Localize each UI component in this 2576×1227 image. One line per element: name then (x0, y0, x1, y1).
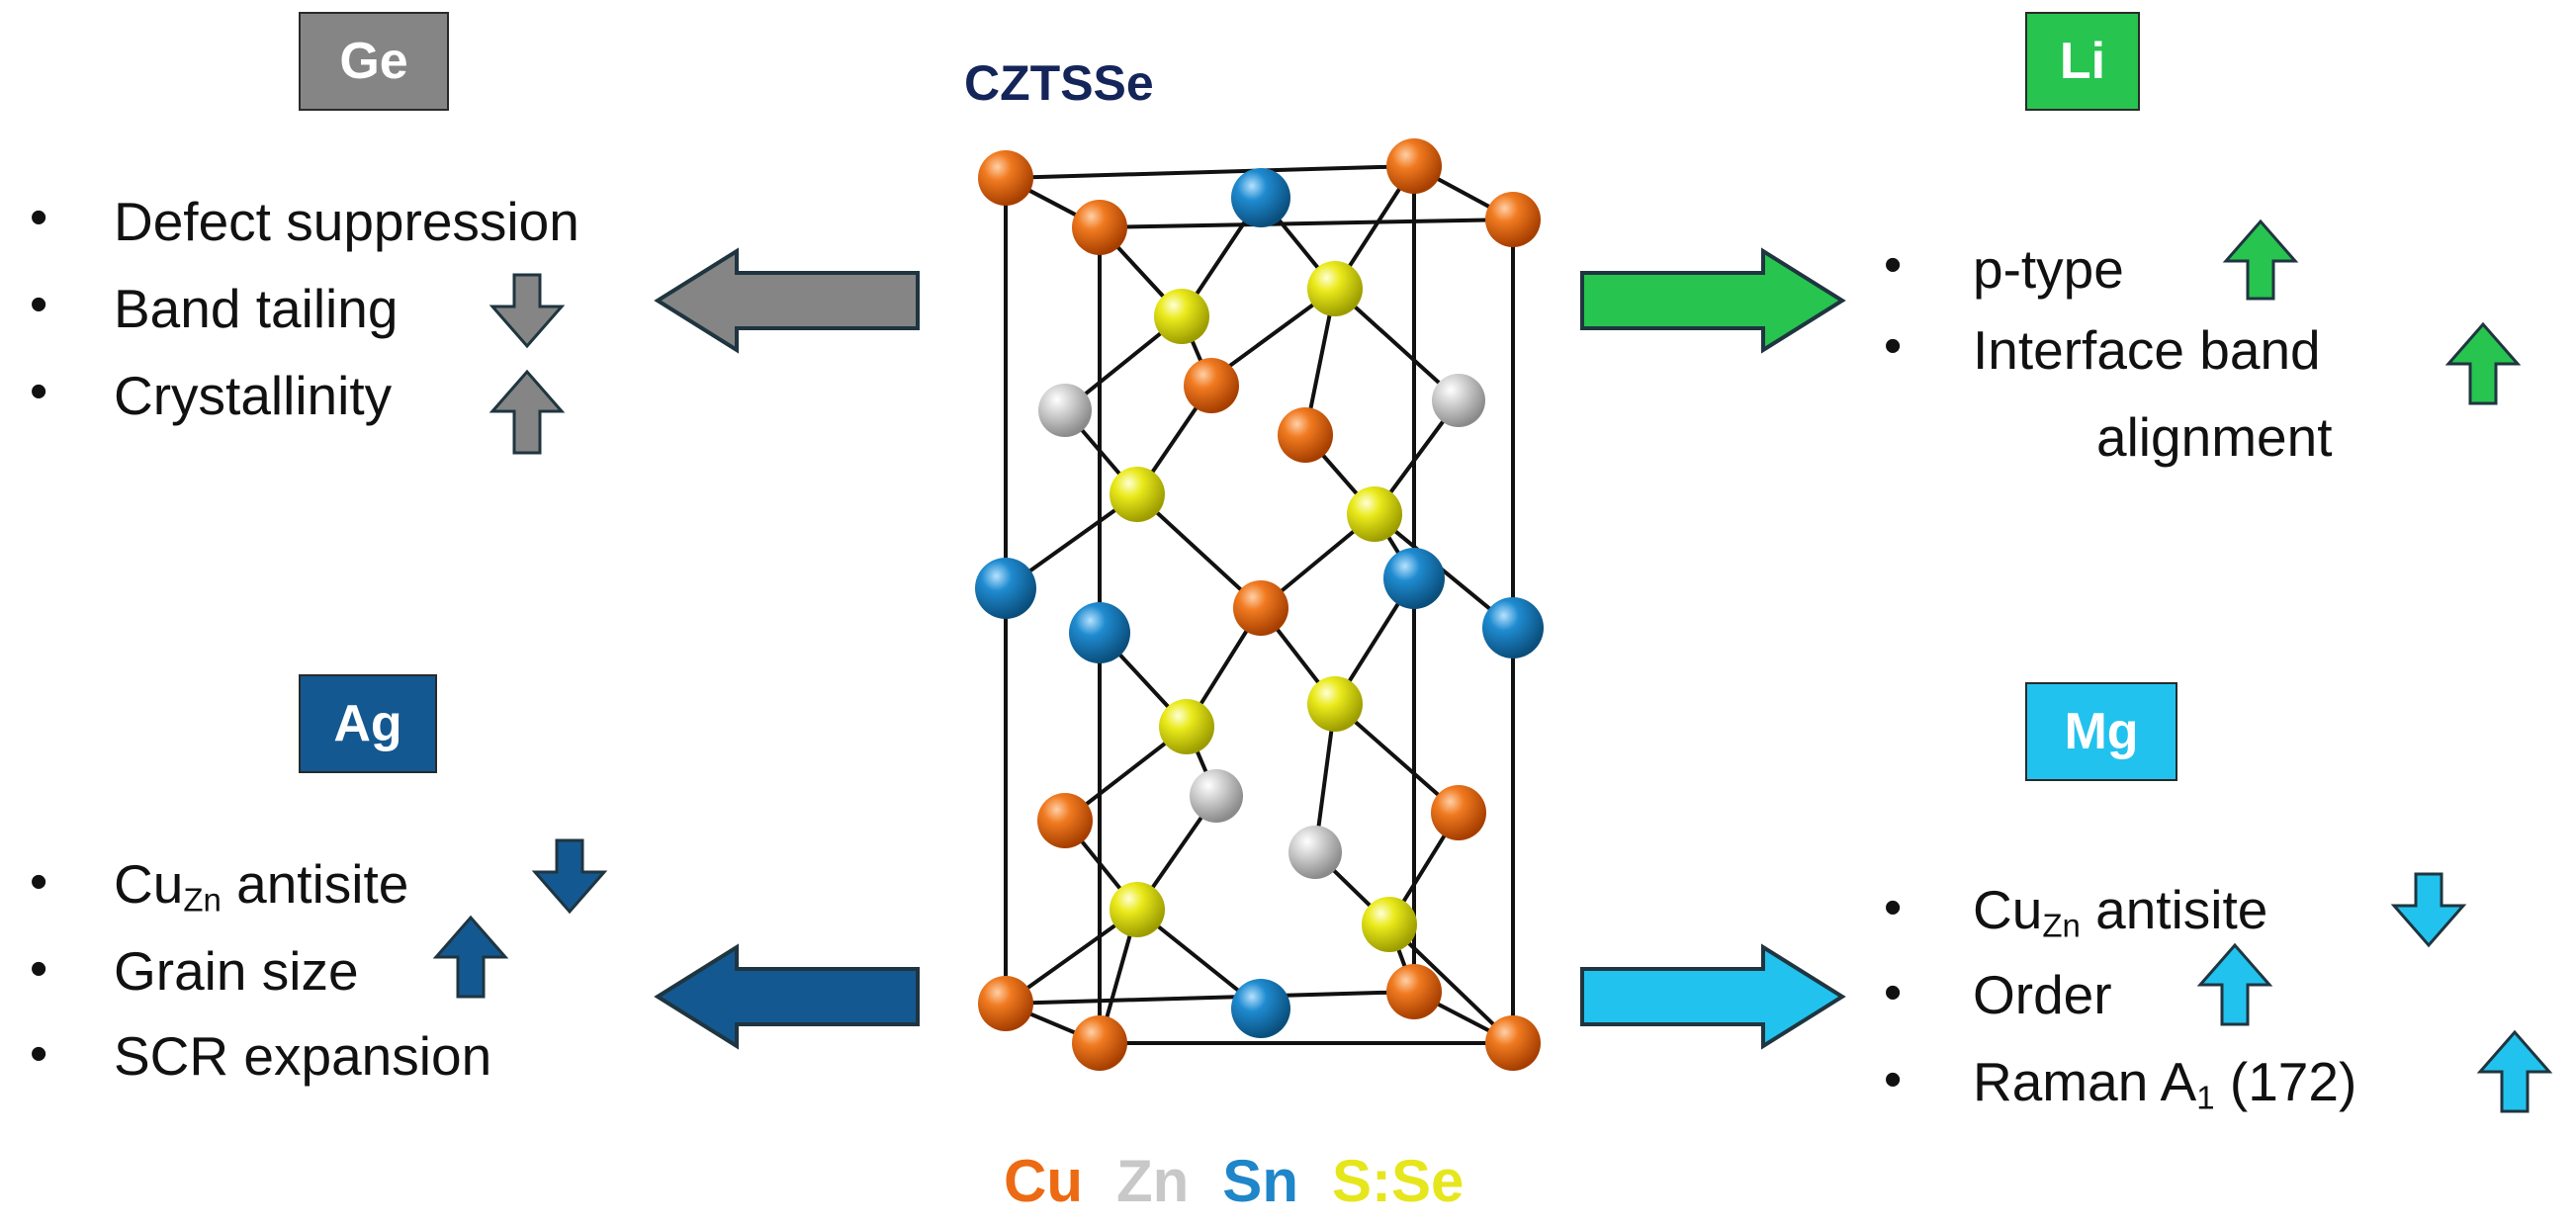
atom-cu (1386, 964, 1442, 1019)
bullet: • (30, 363, 48, 420)
li-arrow-icon (1580, 247, 1846, 354)
atom-sn (1069, 602, 1130, 663)
ag-cuzn-down-arrow-icon (531, 838, 608, 915)
atom-zn (1288, 826, 1342, 879)
legend-s-se: S:Se (1331, 1148, 1465, 1214)
mg-item-2: Order (1973, 964, 2112, 1025)
atom-cu (1431, 785, 1486, 840)
legend-zn: Zn (1115, 1148, 1190, 1214)
atoms (975, 138, 1544, 1071)
atom-zn (1038, 384, 1092, 437)
atom-s-se (1307, 261, 1363, 316)
atom-cu (978, 150, 1033, 206)
atom-s-se (1159, 699, 1214, 754)
bullet: • (30, 940, 48, 998)
ge-badge: Ge (299, 12, 449, 111)
mg-arrow-icon (1580, 943, 1846, 1050)
atom-cu (1485, 1015, 1541, 1071)
atom-s-se (1362, 897, 1417, 952)
atom-cu (1037, 793, 1093, 848)
atom-sn (1482, 597, 1544, 658)
mg-cuzn-down-arrow-icon (2390, 872, 2467, 948)
atom-cu (1233, 580, 1288, 636)
atom-cu (978, 976, 1033, 1031)
mg-order-up-arrow-icon (2196, 942, 2273, 1026)
mg-item-1: CuZn antisite (1973, 879, 2268, 944)
bullet: • (30, 189, 48, 246)
bullet: • (30, 1025, 48, 1083)
atom-cu (1072, 1015, 1127, 1071)
bullet: • (30, 276, 48, 333)
ag-badge: Ag (299, 674, 437, 773)
bullet: • (1884, 879, 1903, 936)
element-legend: Cu Zn Sn S:Se (1004, 1147, 1464, 1215)
li-item-2-line2: alignment (2096, 406, 2333, 468)
mg-item-3: Raman A1 (172) (1973, 1051, 2357, 1116)
ag-grain-size-up-arrow-icon (432, 915, 509, 999)
atom-zn (1190, 769, 1243, 823)
atom-s-se (1110, 882, 1165, 937)
ag-item-2: Grain size (114, 940, 359, 1002)
atom-s-se (1307, 676, 1363, 732)
legend-cu: Cu (1004, 1148, 1083, 1214)
li-badge: Li (2025, 12, 2140, 111)
atom-cu (1386, 138, 1442, 194)
ag-item-3: SCR expansion (114, 1025, 492, 1087)
atom-sn (1383, 548, 1445, 609)
mg-badge: Mg (2025, 682, 2177, 781)
ge-arrow-icon (654, 247, 920, 354)
li-band-alignment-up-arrow-icon (2444, 321, 2522, 405)
atom-cu (1184, 358, 1239, 413)
li-item-2: Interface band (1973, 319, 2321, 381)
li-item-1: p-type (1973, 238, 2124, 300)
atom-sn (975, 558, 1036, 619)
ge-crystallinity-up-arrow-icon (489, 369, 566, 455)
atom-cu (1278, 407, 1333, 463)
crystal-structure (975, 138, 1544, 1071)
structure-title: CZTSSe (964, 55, 1154, 111)
atom-cu (1072, 200, 1127, 255)
atom-sn (1231, 168, 1290, 227)
ge-band-tailing-down-arrow-icon (489, 273, 566, 349)
li-ptype-up-arrow-icon (2222, 219, 2299, 301)
atom-sn (1231, 979, 1290, 1038)
mg-raman-up-arrow-icon (2476, 1029, 2553, 1113)
bullet: • (1884, 236, 1903, 294)
ag-item-1: CuZn antisite (114, 853, 409, 919)
ag-arrow-icon (654, 943, 920, 1050)
atom-zn (1432, 374, 1485, 427)
bullet: • (1884, 317, 1903, 375)
unit-cell-frame (1004, 164, 1515, 1045)
atom-cu (1485, 192, 1541, 247)
atom-s-se (1154, 289, 1209, 344)
bullet: • (1884, 964, 1903, 1021)
ge-item-1: Defect suppression (114, 191, 579, 252)
legend-sn: Sn (1222, 1148, 1298, 1214)
bullet: • (1884, 1051, 1903, 1108)
ge-item-2: Band tailing (114, 278, 399, 339)
ge-item-3: Crystallinity (114, 365, 393, 426)
bullet: • (30, 853, 48, 911)
atom-s-se (1110, 467, 1165, 522)
atom-s-se (1347, 486, 1402, 542)
